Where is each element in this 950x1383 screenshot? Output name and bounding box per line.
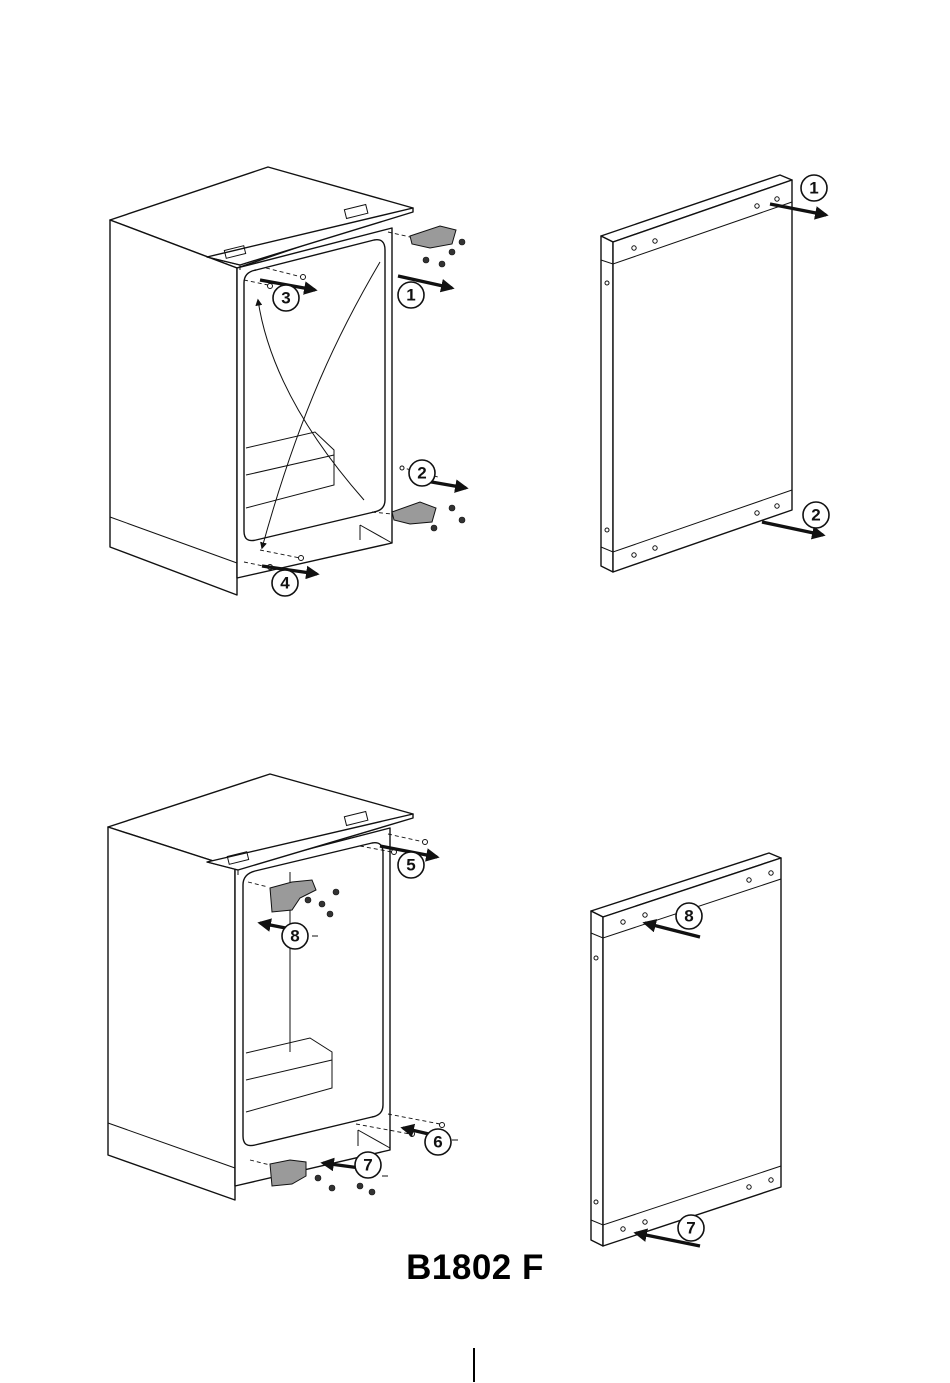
callout-8-door: 8 <box>676 903 702 929</box>
svg-text:3: 3 <box>281 289 290 308</box>
svg-text:8: 8 <box>684 907 693 926</box>
svg-text:4: 4 <box>280 574 290 593</box>
svg-text:7: 7 <box>363 1156 372 1175</box>
upper-hinge-top <box>388 226 465 267</box>
svg-text:2: 2 <box>417 464 426 483</box>
callout-5: 5 <box>398 852 424 878</box>
callout-1-door: 1 <box>801 175 827 201</box>
callout-3: 3 <box>273 285 299 311</box>
svg-text:7: 7 <box>686 1219 695 1238</box>
callout-2-door: 2 <box>803 502 829 528</box>
cabinet-top <box>110 167 413 595</box>
cabinet-bottom <box>108 774 413 1200</box>
page-divider <box>473 1348 475 1382</box>
door-panel-top <box>601 175 792 572</box>
callout-1-cabinet: 1 <box>398 282 424 308</box>
model-title: B1802 F <box>0 1248 950 1288</box>
svg-text:8: 8 <box>290 927 299 946</box>
callout-8-cabinet: 8 <box>282 923 308 949</box>
svg-text:5: 5 <box>406 856 415 875</box>
svg-text:2: 2 <box>811 506 820 525</box>
callout-7-door: 7 <box>678 1215 704 1241</box>
svg-text:6: 6 <box>433 1133 442 1152</box>
svg-text:1: 1 <box>809 179 818 198</box>
svg-text:1: 1 <box>406 286 415 305</box>
callout-7-cabinet: 7 <box>355 1152 381 1178</box>
callout-4: 4 <box>272 570 298 596</box>
callout-2-cabinet: 2 <box>409 460 435 486</box>
callout-6: 6 <box>425 1129 451 1155</box>
